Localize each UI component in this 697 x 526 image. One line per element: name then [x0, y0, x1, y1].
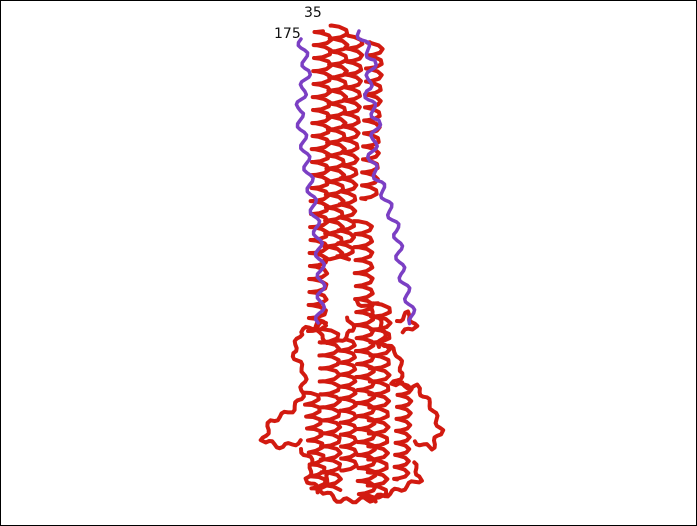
helix-9: [392, 380, 414, 482]
loop-6: [355, 299, 388, 349]
extended-segments: [294, 29, 417, 326]
extended-segment-2: [355, 29, 417, 326]
helix-7: [317, 327, 343, 492]
helix-2: [322, 23, 350, 262]
helix-1: [306, 29, 334, 333]
loop-2: [379, 339, 446, 452]
helix-10: [337, 337, 359, 473]
loop-3: [316, 460, 424, 505]
loop-7: [299, 447, 320, 495]
helix-3: [335, 33, 365, 262]
helix-5: [352, 219, 378, 504]
helical-bundle: [302, 23, 414, 504]
loop-1: [258, 319, 328, 451]
residue-label-35: 35: [304, 5, 322, 21]
loop-4: [313, 315, 357, 345]
helix-4: [359, 40, 385, 202]
residue-label-175: 175: [274, 26, 301, 42]
extended-segment-1: [294, 37, 327, 325]
